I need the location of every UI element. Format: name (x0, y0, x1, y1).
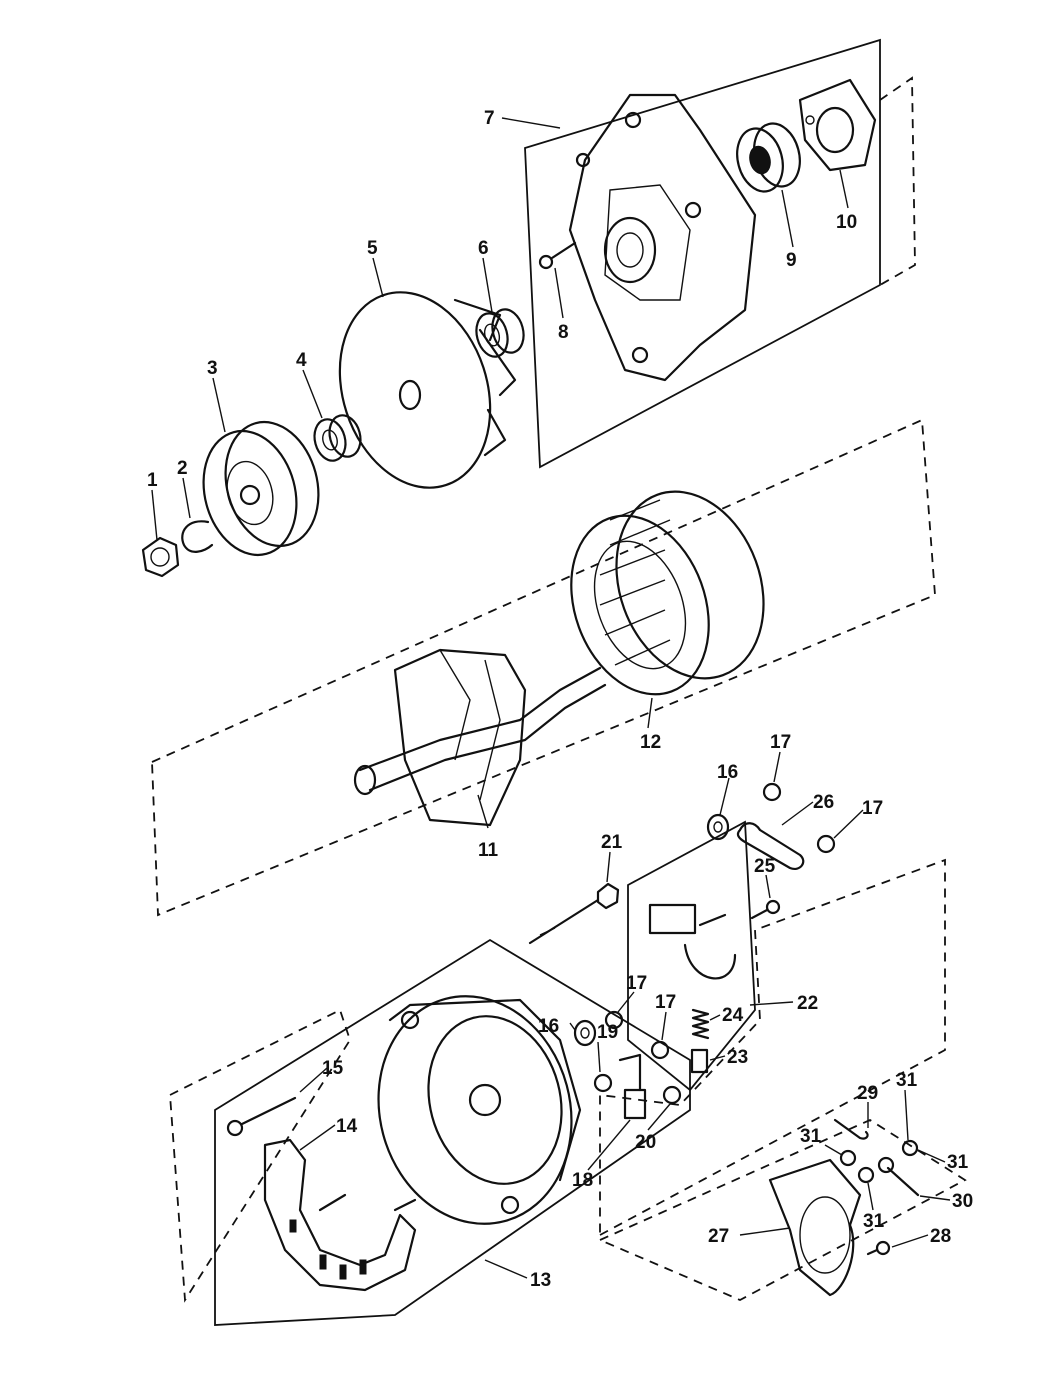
bearing-part (736, 122, 801, 193)
front-housing-dashed-box (169, 1008, 351, 1303)
callout-2: 2 (177, 458, 188, 479)
brush-holder-part (648, 903, 737, 980)
leader-lines (151, 117, 951, 1279)
callout-12: 12 (640, 732, 661, 753)
callout-14: 14 (336, 1116, 358, 1137)
washer-31a-part (839, 1149, 857, 1167)
rear-cover-dashed-box (597, 1118, 967, 1301)
cover-screw-part (866, 1240, 891, 1256)
callout-10: 10 (836, 212, 857, 233)
callout-20: 20 (635, 1132, 656, 1153)
callout-28: 28 (930, 1226, 951, 1247)
lead-wire-b-part (886, 1166, 920, 1197)
retainer-plate-part (798, 78, 877, 172)
long-screw-part (226, 1096, 297, 1137)
washer-b-part (816, 834, 836, 854)
callout-15: 15 (322, 1058, 344, 1079)
washer-31d-part (877, 1156, 895, 1174)
washer-a-part (762, 782, 782, 802)
front-housing-group-box (214, 938, 691, 1326)
washer-31b-part (901, 1139, 919, 1157)
callout-16-upper: 16 (717, 762, 738, 783)
callout-22: 22 (797, 993, 818, 1014)
callout-labels: 1 2 3 4 5 6 7 8 9 10 11 12 13 14 15 16 1… (147, 108, 973, 1291)
callout-31-a: 31 (800, 1126, 822, 1147)
rectifier-plate-part (263, 1138, 417, 1292)
collar-part (475, 308, 525, 358)
callout-3: 3 (207, 358, 218, 379)
callout-31-b: 31 (896, 1070, 918, 1091)
diode-trio-part (618, 1053, 647, 1120)
nut-upper-part (706, 813, 730, 841)
slip-ring-end-frame-part (377, 995, 582, 1225)
callout-4: 4 (296, 350, 307, 371)
callout-24: 24 (722, 1005, 744, 1026)
callout-19: 19 (597, 1022, 618, 1043)
nut-20-part (662, 1085, 682, 1105)
retaining-ring-part (181, 520, 214, 553)
spacer-part (313, 414, 362, 462)
screw-part (538, 241, 577, 270)
rotor-part (353, 648, 607, 827)
lead-wire-a-part (833, 1118, 869, 1140)
callout-5: 5 (367, 238, 378, 259)
callout-17-d: 17 (655, 992, 676, 1013)
regulator-dashed-box (599, 858, 946, 1237)
callout-27: 27 (708, 1226, 729, 1247)
brush-part (690, 1048, 709, 1074)
drive-end-frame-part (568, 93, 757, 382)
washer-31c-part (857, 1166, 875, 1184)
rear-cover-part (768, 1158, 862, 1297)
callout-6: 6 (478, 238, 489, 259)
callout-13: 13 (530, 1270, 551, 1291)
callout-25: 25 (754, 856, 776, 877)
callout-21: 21 (601, 832, 623, 853)
callout-31-c: 31 (947, 1152, 969, 1173)
callout-30: 30 (952, 1191, 973, 1212)
callout-17-b: 17 (862, 798, 883, 819)
stator-part (570, 490, 765, 696)
callout-17-a: 17 (770, 732, 791, 753)
rear-housing-dashed-box (879, 76, 916, 286)
callout-18: 18 (572, 1170, 593, 1191)
callout-9: 9 (786, 250, 797, 271)
rear-housing-group-box (524, 38, 881, 469)
spring-part (691, 1008, 710, 1040)
washer-c-part (604, 1010, 624, 1030)
brush-holder-group-box (627, 820, 756, 1092)
callout-16-lower: 16 (538, 1016, 559, 1037)
callout-23: 23 (727, 1047, 748, 1068)
fan-part (338, 291, 517, 489)
nut-lower-part (573, 1019, 597, 1047)
callout-11: 11 (478, 840, 499, 861)
pulley-part (202, 420, 320, 557)
callout-7: 7 (484, 108, 495, 129)
terminal-nut-part (593, 1073, 613, 1093)
strap-part (736, 822, 805, 870)
through-bolt-part (528, 882, 620, 945)
callout-1: 1 (147, 470, 158, 491)
callout-31-d: 31 (863, 1211, 885, 1232)
rotor-stator-dashed-box (151, 418, 936, 917)
small-screw-part (750, 899, 781, 920)
callout-29: 29 (857, 1083, 878, 1104)
callout-8: 8 (558, 322, 569, 343)
callout-17-c: 17 (626, 973, 647, 994)
nut-part (141, 536, 180, 578)
callout-26: 26 (813, 792, 834, 813)
washer-d-part (650, 1040, 670, 1060)
